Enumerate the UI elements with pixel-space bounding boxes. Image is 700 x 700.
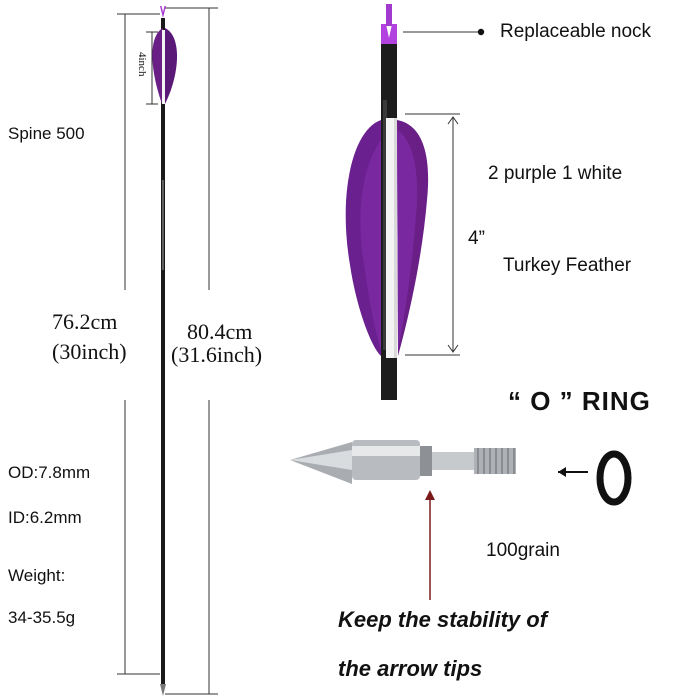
stability-line-1: Keep the stability of [338,607,548,632]
od-label: OD:7.8mm [8,463,91,482]
stability-arrow [425,490,435,600]
nock-leader-dot [477,28,485,36]
fletch-colors-label: 2 purple 1 white [488,163,623,184]
length-30-in: (30inch) [52,339,127,364]
length-30-cm: 76.2cm [52,309,118,334]
full-arrow [152,6,178,696]
fletching-dimension [403,31,478,356]
grain-label: 100grain [486,540,560,561]
o-ring-arrow [558,467,588,477]
fletch-length-label: 4” [468,228,485,249]
weight-value: 34-35.5g [8,608,76,627]
id-label: ID:6.2mm [8,508,82,527]
o-ring-title: “ O ” RING [508,386,651,416]
weight-label: Weight: [8,566,66,585]
stability-line-2: the arrow tips [338,656,483,681]
fletching-closeup [345,4,429,400]
length-31-cm: 80.4cm [187,319,253,344]
o-ring-icon [596,450,632,506]
field-point [290,440,516,484]
fletch-length-small: 4inch [136,52,148,77]
spine-label: Spine 500 [8,124,85,143]
dimension-lines-left [117,7,218,695]
length-31-in: (31.6inch) [171,342,263,367]
nock-label: Replaceable nock [500,21,652,42]
feather-label: Turkey Feather [503,255,632,276]
